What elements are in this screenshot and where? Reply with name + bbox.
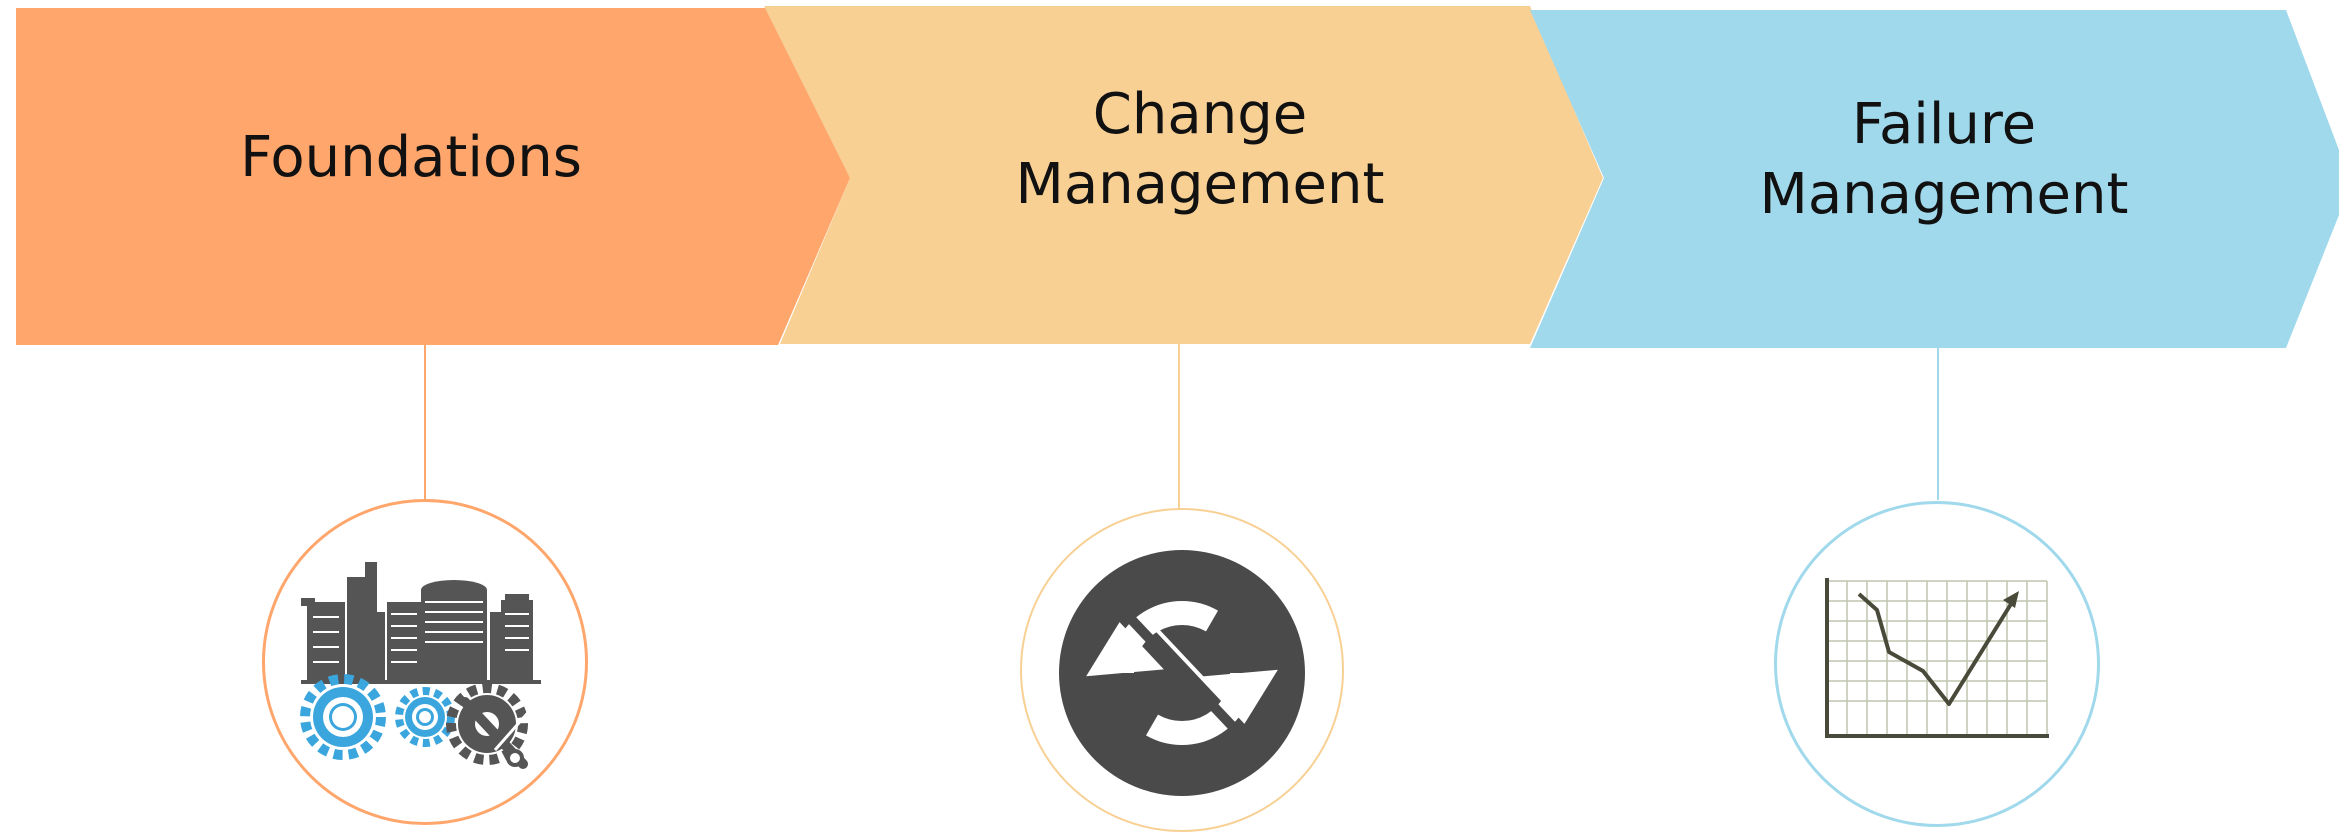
foundations-chevron-shape (16, 8, 850, 345)
failure-chevron-shape (1530, 10, 2339, 348)
step-failure-management: Failure Management (1520, 0, 2339, 350)
foundations-label: Foundations (240, 125, 582, 190)
failure-label-line1: Failure (1851, 92, 2037, 157)
city-gears-icon (300, 562, 541, 769)
foundations-connector (424, 345, 426, 500)
change-icon-circle (1020, 508, 1344, 832)
change-chevron-shape (764, 6, 1603, 344)
refresh-cycle-icon (1059, 550, 1305, 796)
step-change-management: Change Management (760, 0, 1620, 350)
change-label-line1: Change (1092, 82, 1308, 147)
change-label-box: Change Management (850, 80, 1550, 220)
failure-label-box: Failure Management (1604, 90, 2284, 230)
change-label-line2: Management (1015, 152, 1385, 217)
foundations-label-box: Foundations (16, 8, 806, 308)
failure-label-line2: Management (1759, 162, 2129, 227)
failure-connector (1937, 348, 1939, 500)
foundations-icon-circle (262, 499, 588, 825)
step-foundations: Foundations (0, 0, 860, 350)
failure-icon-circle (1774, 501, 2100, 827)
change-connector (1178, 344, 1180, 509)
line-chart-icon (1825, 578, 2049, 738)
